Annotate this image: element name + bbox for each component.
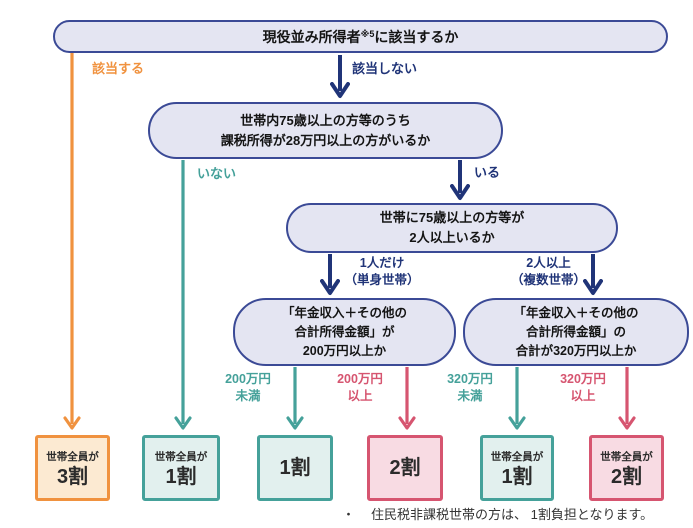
branch-label-not-applicable: 該当しない — [352, 61, 418, 76]
question-two-or-more-members: 世帯に75歳以上の方等が 2人以上いるか — [286, 203, 618, 253]
branch-label-line: 320万円 — [447, 372, 493, 386]
question-text-prefix: 現役並み所得者 — [262, 28, 361, 45]
branch-label-applicable: 該当する — [92, 61, 145, 76]
question-text: 現役並み所得者※5に該当するか — [263, 27, 459, 47]
branch-label-line: 2人以上 — [526, 256, 571, 270]
result-20pct: 2割 — [367, 435, 443, 501]
branch-label-line: （複数世帯） — [510, 273, 586, 287]
result-main-label: 3割 — [56, 465, 89, 488]
branch-label-two-or-more: 2人以上 （複数世帯） — [501, 255, 596, 289]
result-all-members-10pct-multi: 世帯全員が 1割 — [480, 435, 554, 501]
question-line: 合計所得金額」が — [294, 324, 395, 339]
branch-label-line: 未満 — [235, 389, 261, 403]
branch-label-nobody: いない — [197, 166, 237, 181]
question-line: 「年金収入＋その他の — [281, 305, 407, 320]
result-main-label: 1割 — [501, 465, 533, 488]
result-10pct: 1割 — [257, 435, 333, 501]
question-income-320: 「年金収入＋その他の 合計所得金額」の 合計が320万円以上か — [463, 298, 689, 366]
branch-label-line: 200万円 — [225, 372, 271, 386]
question-taxable-income-28: 世帯内75歳以上の方等のうち 課税所得が28万円以上の方がいるか — [148, 102, 503, 159]
branch-label-line: 以上 — [347, 389, 373, 403]
footnote-bullet: ・ — [342, 507, 356, 522]
result-all-members-10pct: 世帯全員が 1割 — [142, 435, 220, 501]
result-main-label: 1割 — [279, 457, 311, 479]
result-sub-label: 世帯全員が — [46, 450, 99, 463]
result-sub-label: 世帯全員が — [600, 450, 653, 463]
branch-label-line: 未満 — [457, 389, 483, 403]
question-text-suffix: に該当するか — [374, 28, 459, 45]
branch-label-line: （単身世帯） — [344, 273, 420, 287]
branch-label-over-320: 320万円 以上 — [547, 371, 619, 405]
result-main-label: 2割 — [389, 457, 421, 479]
question-line: 200万円以上か — [302, 343, 387, 358]
question-line: 「年金収入＋その他の — [513, 305, 639, 320]
result-main-label: 1割 — [165, 465, 197, 488]
result-sub-label: 世帯全員が — [154, 450, 208, 463]
result-all-members-20pct: 世帯全員が 2割 — [589, 435, 664, 501]
footnote-text: 住民税非課税世帯の方は、 1割負担となります。 — [371, 507, 654, 522]
question-line: 2人以上いるか — [409, 230, 495, 245]
result-sub-label: 世帯全員が — [490, 450, 544, 463]
question-line: 世帯内75歳以上の方等のうち — [240, 112, 411, 128]
branch-label-under-200: 200万円 未満 — [212, 371, 284, 405]
result-all-members-30pct: 世帯全員が 3割 — [35, 435, 110, 501]
branch-label-line: 1人だけ — [359, 256, 405, 270]
question-income-200: 「年金収入＋その他の 合計所得金額」が 200万円以上か — [233, 298, 456, 366]
branch-label-one-person: 1人だけ （単身世帯） — [337, 255, 427, 289]
question-active-income-earner: 現役並み所得者※5に該当するか — [53, 20, 668, 53]
question-line: 合計所得金額」の — [525, 324, 626, 339]
question-line: 合計が320万円以上か — [515, 343, 637, 358]
question-line: 課税所得が28万円以上の方がいるか — [220, 132, 431, 148]
branch-label-line: 320万円 — [560, 372, 606, 386]
branch-label-line: 以上 — [570, 389, 596, 403]
branch-label-line: 200万円 — [337, 372, 383, 386]
footnote: ・住民税非課税世帯の方は、 1割負担となります。 — [342, 504, 653, 523]
footnote-ref-mark: ※5 — [360, 28, 375, 39]
branch-label-somebody: いる — [474, 165, 501, 180]
question-line: 世帯に75歳以上の方等が — [379, 210, 525, 225]
branch-label-under-320: 320万円 未満 — [434, 371, 506, 405]
branch-label-over-200: 200万円 以上 — [324, 371, 396, 405]
result-main-label: 2割 — [610, 465, 643, 488]
